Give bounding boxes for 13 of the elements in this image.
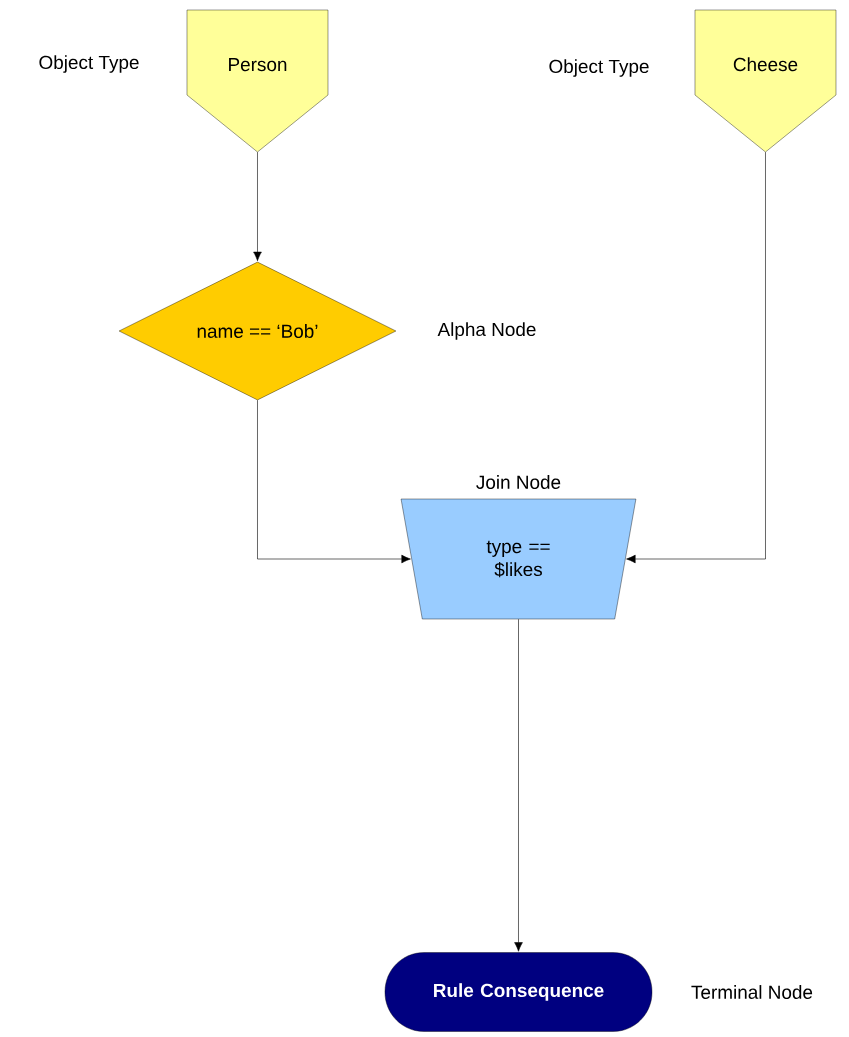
side-label: Terminal Node (691, 985, 813, 999)
object-type-pentagon: Person (186, 9, 329, 153)
arrow (514, 618, 523, 952)
terminal-stadium: Rule Consequence (384, 952, 653, 1032)
arrow (257, 399, 411, 564)
side-label: Alpha Node (437, 322, 536, 340)
side-label: Object Type (549, 59, 649, 77)
heading-label: Join Node (476, 475, 561, 489)
arrow (626, 151, 766, 564)
object-type-pentagon: Cheese (694, 9, 837, 153)
join-trapezoid: type == $likes (400, 498, 637, 620)
side-label: Object Type (39, 55, 139, 73)
arrow (253, 151, 262, 262)
